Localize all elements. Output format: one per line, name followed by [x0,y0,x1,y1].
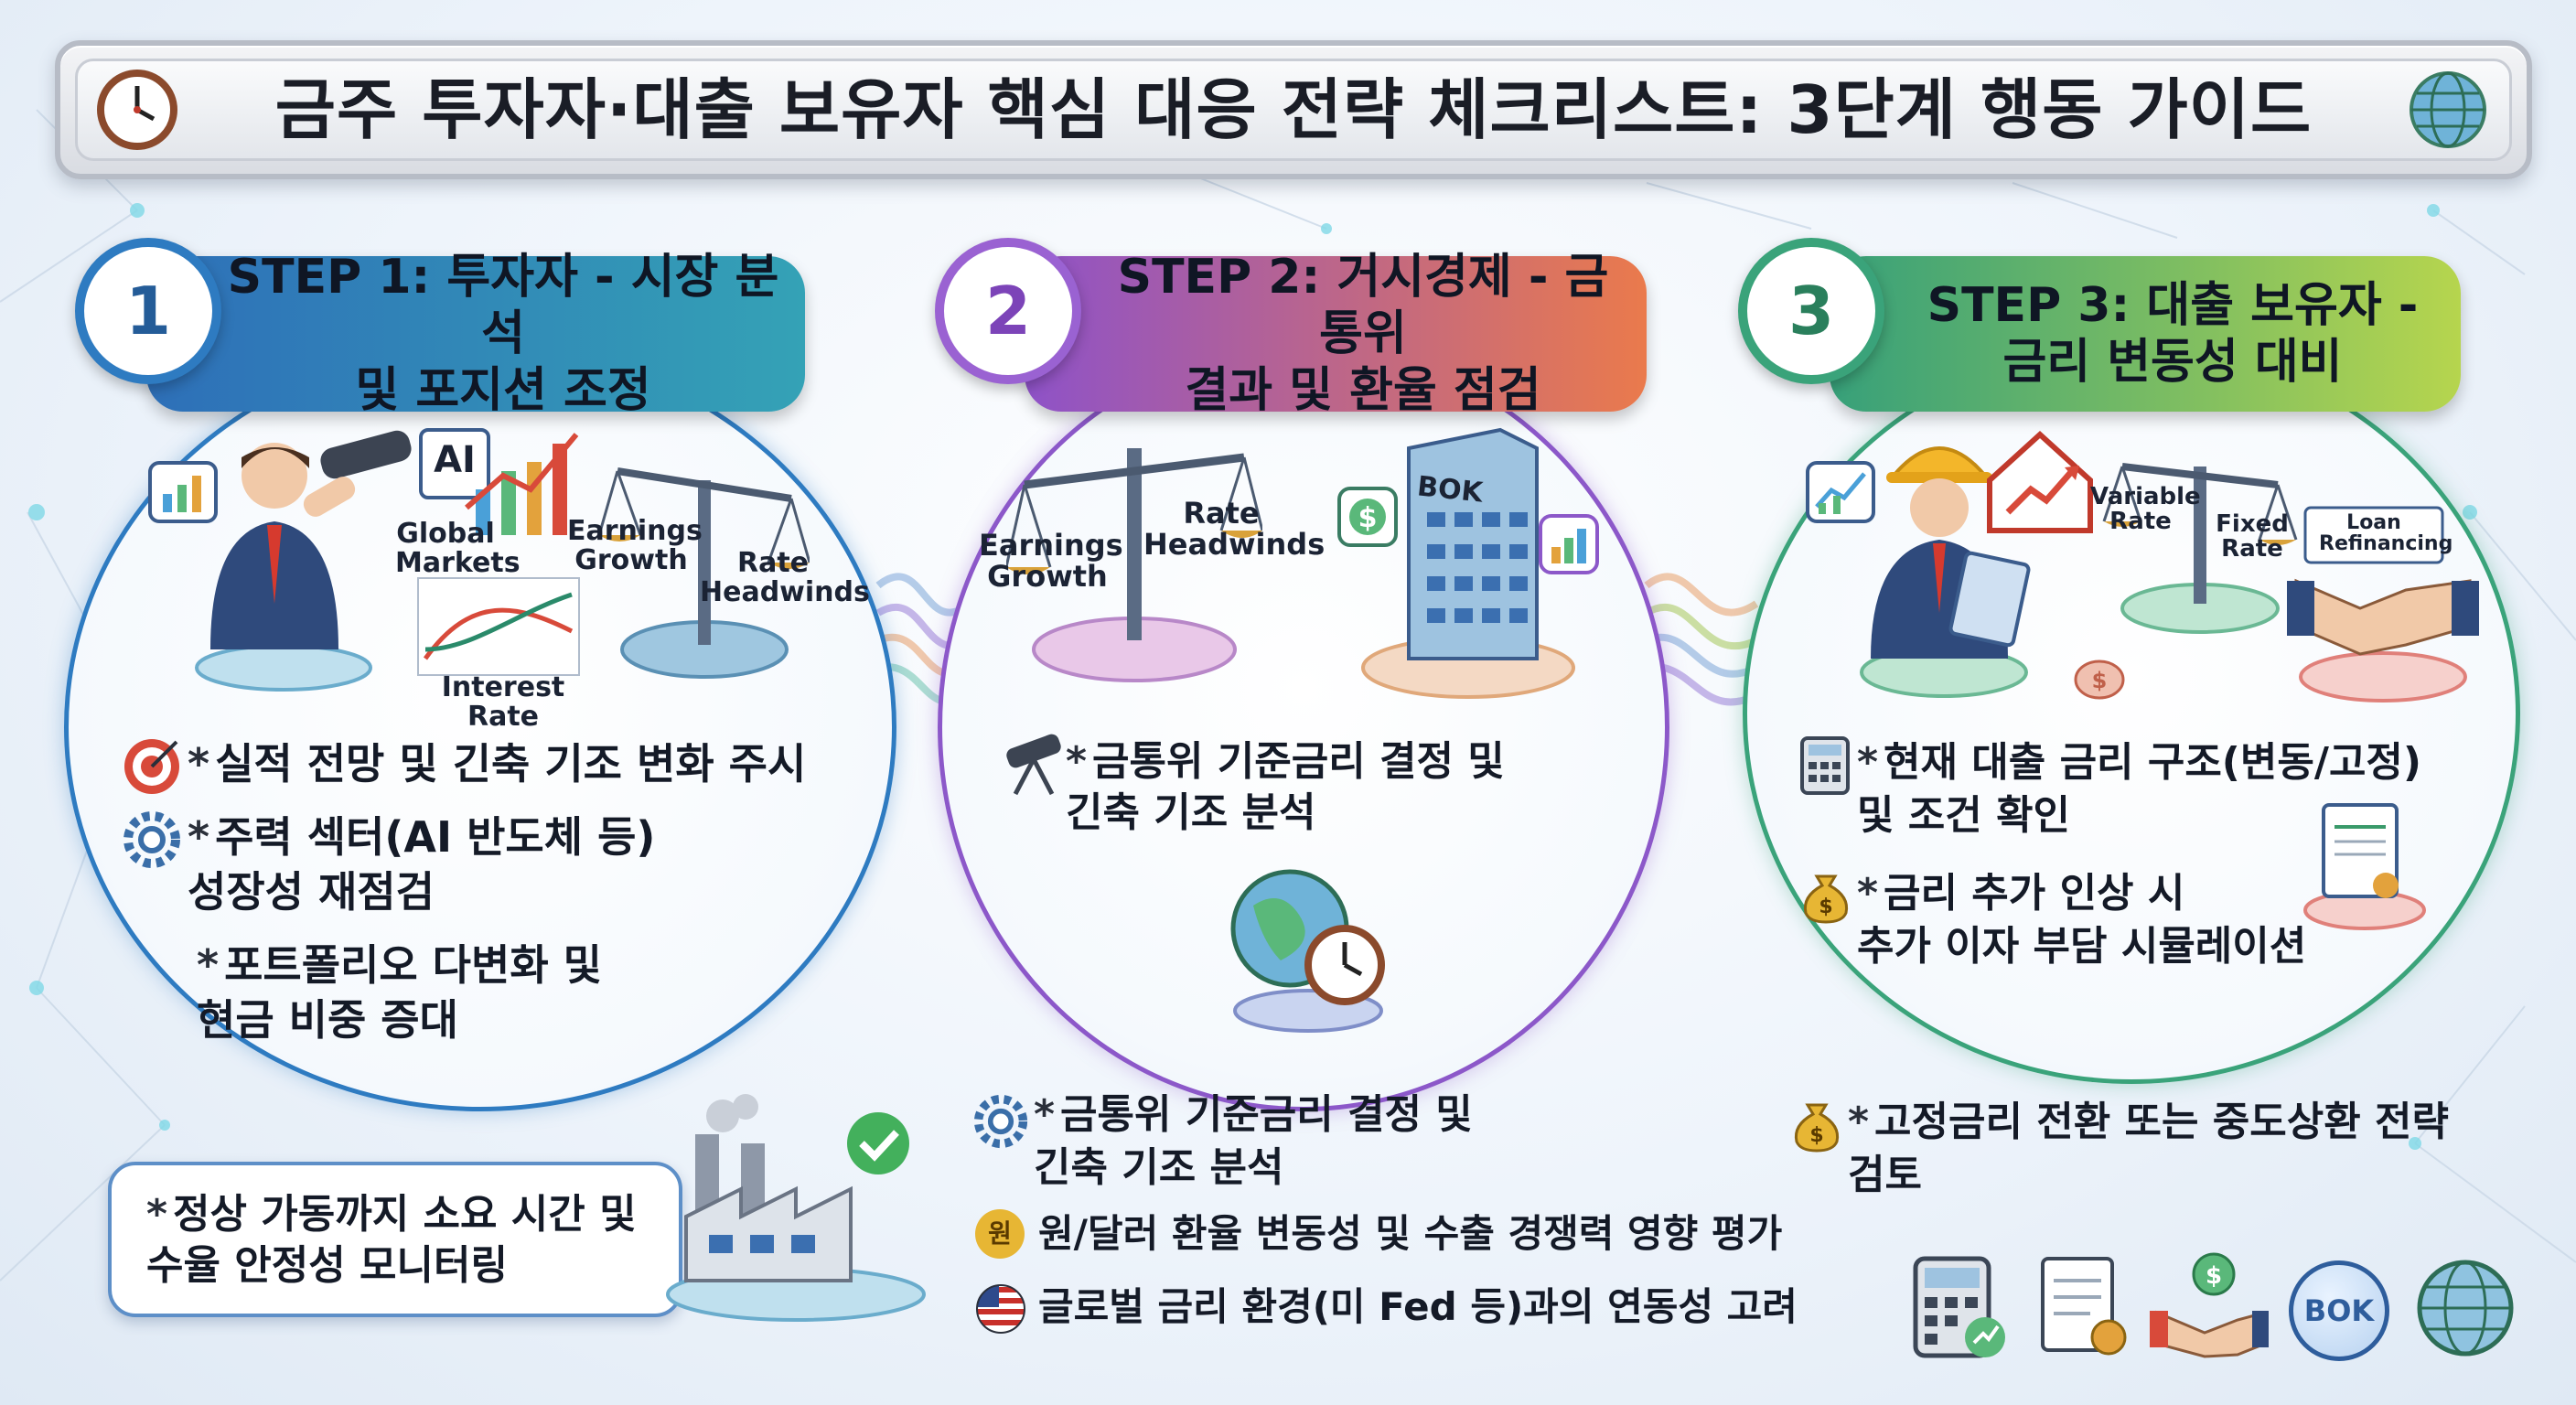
title-inner [75,59,2512,161]
step2-outer-bullet-1: *금통위 기준금리 결정 및 긴축 기조 분석 [1034,1091,1473,1191]
fixed-rate-label: Fixed Rate [2216,510,2289,563]
variable-rate-label: Variable Rate [2090,483,2201,536]
step3-number-badge: 3 [1738,238,1884,384]
gear-icon [123,811,180,868]
factory-callout: *정상 가동까지 소요 시간 및 수율 안정성 모니터링 [108,1162,682,1317]
step3-banner: STEP 3: 대출 보유자 - 금리 변동성 대비 [1830,256,2461,412]
step2-outer-bullet-3: 글로벌 금리 환경(미 Fed 등)과의 연동성 고려 [1038,1284,1798,1329]
globe-clock-icon [1230,869,1385,1033]
step3-bullet-1: *현재 대출 금리 구조(변동/고정) 및 조건 확인 [1857,739,2422,839]
clock-icon [97,70,177,150]
balance-scale-icon [599,467,810,679]
step2-title: STEP 2: 거시경제 - 금통위 결과 및 환율 점검 [1117,250,1609,418]
money-bag-icon-2: $ [1794,1103,1840,1153]
step3-title: STEP 3: 대출 보유자 - 금리 변동성 대비 [1927,278,2419,390]
step1-bullet-1: *실적 전망 및 긴축 기조 변화 주시 [188,739,807,788]
calculator-icon [1800,736,1850,795]
interest-rate-chart-icon [417,577,580,676]
target-icon [124,739,179,794]
step2-number-badge: 2 [935,238,1081,384]
bok-badge-icon: BOK [2289,1260,2389,1361]
step1-banner: STEP 1: 투자자 - 시장 분석 및 포지션 조정 [146,250,805,418]
money-bag-icon: $ [1803,874,1849,924]
svg-text:$: $ [1358,502,1378,534]
worker-with-clipboard-icon [1860,446,2031,698]
page-title: 금주 투자자·대출 보유자 핵심 대응 전략 체크리스트: 3단계 행동 가이드 [274,71,2313,148]
contract-document-icon [2041,1257,2127,1356]
globe-icon-bottom [2417,1260,2514,1357]
growth-chart-icon [465,433,579,535]
svg-text:$: $ [1819,896,1832,918]
step2-inner-bullet-1: *금통위 기준금리 결정 및 긴축 기조 분석 [1066,738,1505,836]
handshake-money-icon: $ [2150,1252,2269,1358]
svg-text:$: $ [1809,1124,1823,1147]
factory-icon [666,1094,926,1322]
document-certificate-icon [2303,803,2426,930]
gear-icon-2 [973,1094,1028,1149]
global-markets-label: Global Markets [395,518,521,579]
chart-card-icon-3 [1806,461,1875,523]
won-coin-icon: 원 [975,1209,1025,1259]
earnings-growth-label-2: Earnings Growth [979,528,1123,594]
step1-number-badge: 1 [75,238,221,384]
bok-building-icon [1361,427,1575,699]
house-price-icon [1987,430,2093,533]
earnings-growth-label-1: Earnings Growth [567,515,703,576]
step3-outer-bullet-1: *고정금리 전환 또는 중도상환 전략 검토 [1848,1099,2450,1198]
coin-icon: $ [2074,660,2125,700]
title-bar: 금주 투자자·대출 보유자 핵심 대응 전략 체크리스트: 3단계 행동 가이드 [55,40,2532,179]
rate-balance-icon [2102,463,2298,634]
globe-icon [2410,71,2486,148]
dollar-icon: $ [1337,487,1398,547]
interest-rate-label: Interest Rate [441,671,565,733]
step1-title: STEP 1: 투자자 - 시장 분석 및 포지션 조정 [227,250,779,418]
step3-bullet-2: *금리 추가 인상 시 추가 이자 부담 시뮬레이션 [1857,870,2307,970]
us-flag-icon [976,1284,1025,1334]
step2-outer-bullet-2: 원/달러 환율 변동성 및 수출 경쟁력 영향 평가 [1038,1211,1783,1256]
step1-bullet-3: *포트폴리오 다변화 및 현금 비중 증대 [197,940,602,1045]
bar-chart-icon [148,461,218,523]
calculator-chart-icon [1913,1256,2005,1358]
rate-headwinds-label-1: Rate Headwinds [700,547,870,608]
svg-text:$: $ [2206,1262,2222,1290]
step1-bullet-2: *주력 섹터(AI 반도체 등) 성장성 재점검 [188,812,656,917]
svg-text:$: $ [2092,668,2108,693]
bok-sign-label: BOK [1415,470,1485,509]
chart-card-icon [1539,514,1599,574]
ai-label: AI [419,428,490,499]
step1-callout-bullet: *정상 가동까지 소요 시간 및 수율 안정성 모니터링 [146,1191,637,1289]
telescope-icon [1006,734,1061,796]
investor-with-telescope-icon [195,430,412,692]
loan-refinancing-label: Loan Refinancing [2319,511,2453,556]
handshake-icon [2287,506,2479,702]
balance-scale-icon-2 [1006,448,1262,682]
step2-banner: STEP 2: 거시경제 - 금통위 결과 및 환율 점검 [1025,250,1647,418]
rate-headwinds-label-2: Rate Headwinds [1143,496,1326,562]
